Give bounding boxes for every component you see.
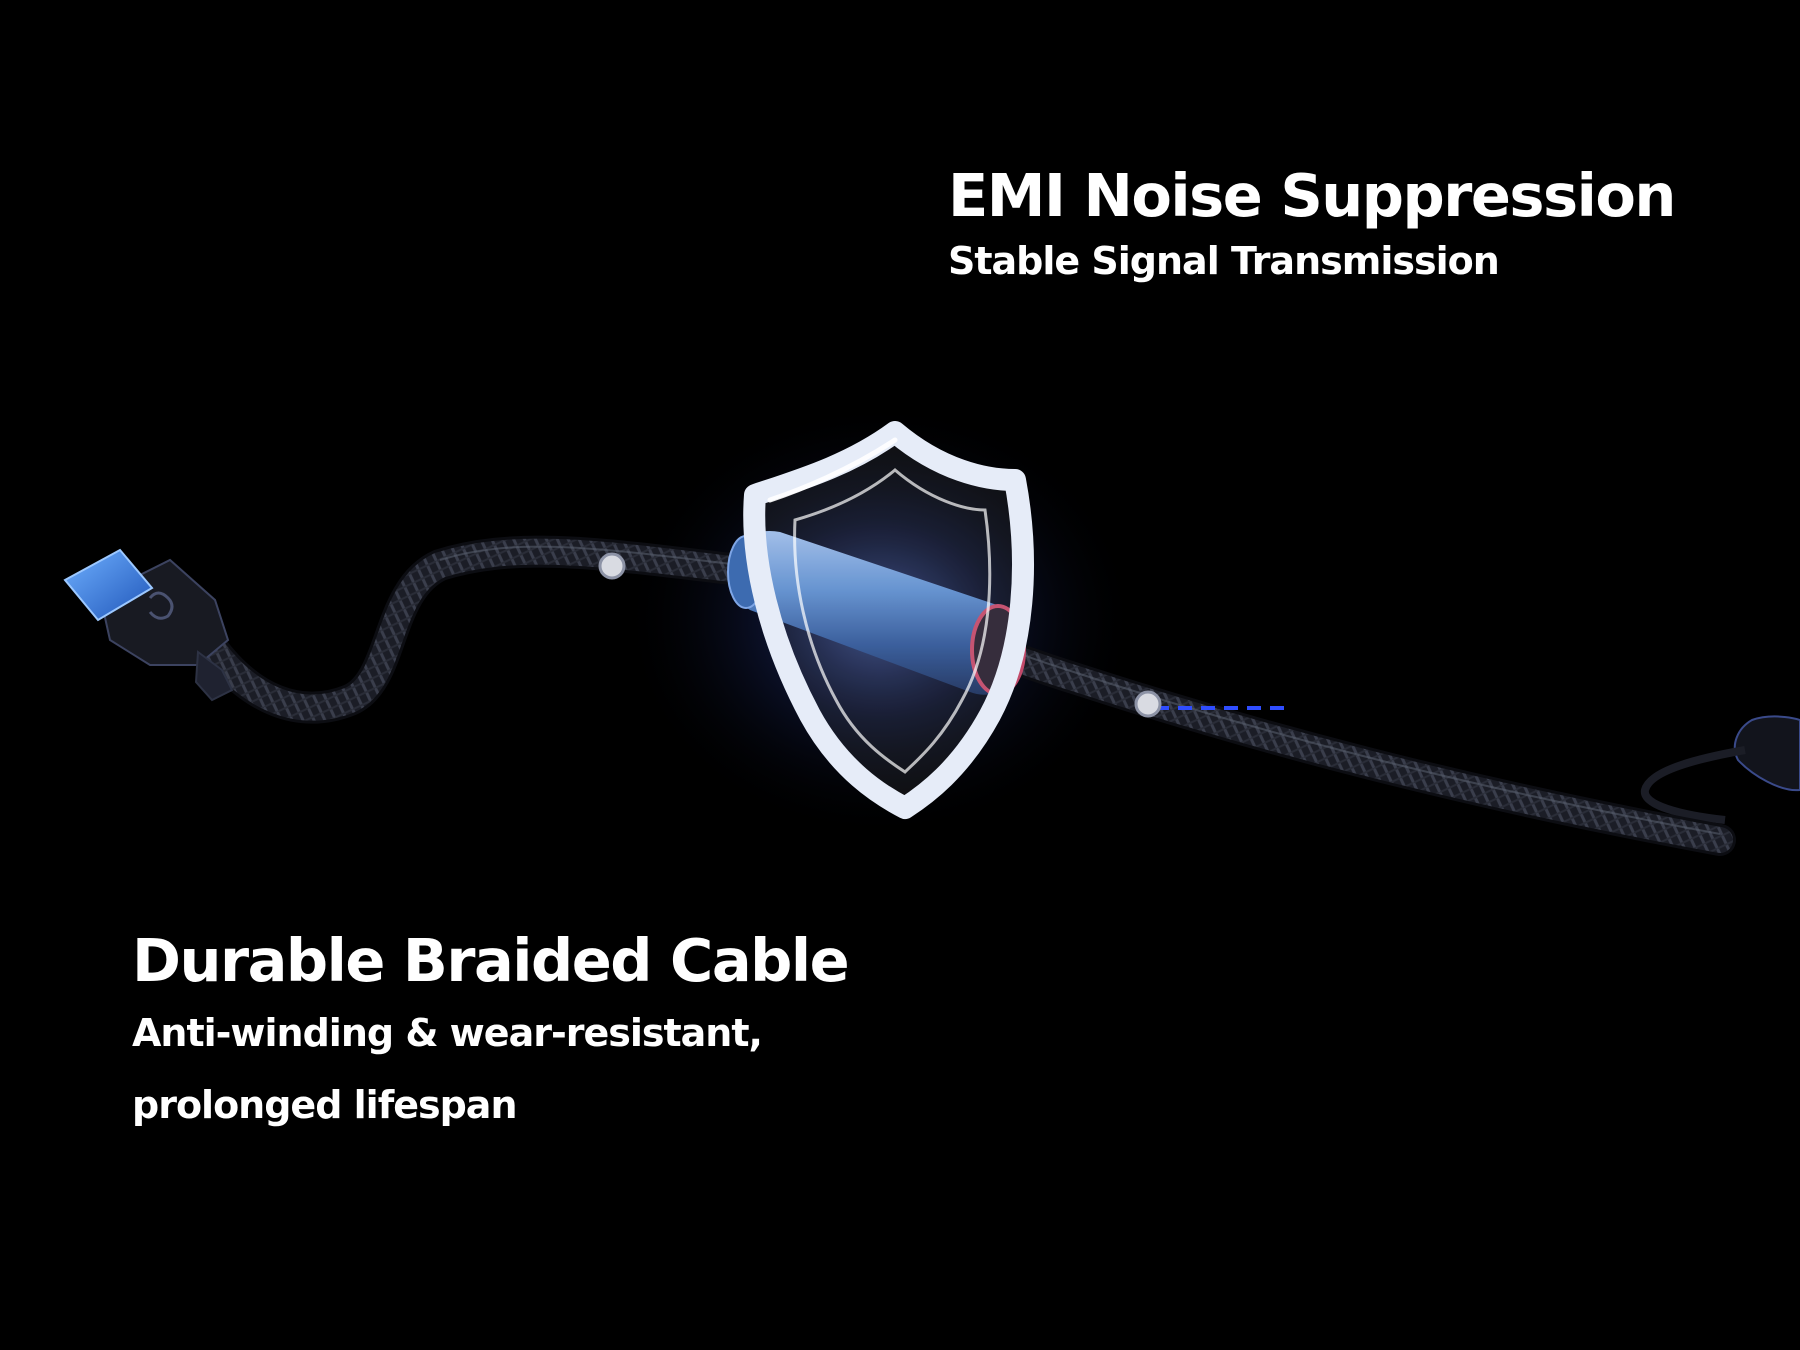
shield-highlight xyxy=(767,437,898,503)
shield-inner-edge xyxy=(793,468,992,774)
emi-callout-title: EMI Noise Suppression xyxy=(948,161,1676,230)
mouse-body xyxy=(1733,715,1800,792)
usb-logo-mark xyxy=(148,591,174,620)
ferrite-core-body xyxy=(735,530,1024,695)
braid-callout-subtitle-line-2: prolonged lifespan xyxy=(132,1083,518,1127)
emi-callout-subtitle: Stable Signal Transmission xyxy=(948,239,1500,283)
braid-anchor-dot xyxy=(598,552,626,580)
braid-callout-title: Durable Braided Cable xyxy=(132,926,850,995)
mouse-tail-cable xyxy=(1641,746,1746,824)
usb-strain-relief xyxy=(194,650,234,702)
shield-icon xyxy=(743,421,1034,819)
usb-metal-shell xyxy=(63,548,154,622)
emi-callout: EMI Noise Suppression Stable Signal Tran… xyxy=(948,160,1708,286)
emi-anchor-dot xyxy=(1134,690,1162,718)
braid-callout-subtitle-line-1: Anti-winding & wear-resistant, xyxy=(132,1011,763,1055)
usb-plug xyxy=(63,548,234,702)
braid-callout: Durable Braided Cable Anti-winding & wea… xyxy=(132,925,892,1141)
